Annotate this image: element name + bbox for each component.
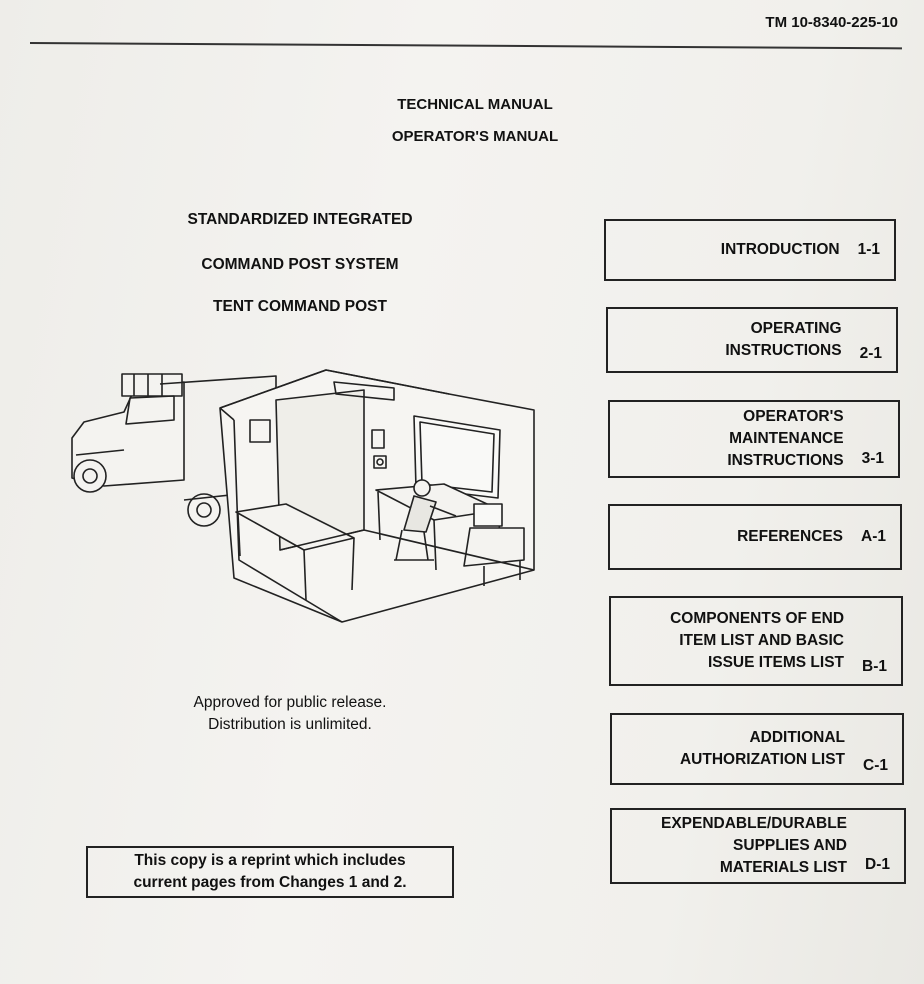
section-tab-label: ADDITIONAL — [749, 729, 846, 746]
section-tab-label: AUTHORIZATION LIST — [679, 751, 846, 768]
section-tab-label: ITEM LIST AND BASIC — [679, 632, 845, 649]
section-tab-page: 2-1 — [859, 345, 882, 362]
section-tab-label: INTRODUCTION — [720, 241, 840, 258]
section-tab-label: MATERIALS LIST — [719, 859, 848, 876]
section-tab-operating-instructions[interactable]: OPERATING INSTRUCTIONS 2-1 — [606, 307, 898, 373]
section-tab-expendable-supplies[interactable]: EXPENDABLE/DURABLE SUPPLIES AND MATERIAL… — [610, 808, 906, 884]
section-tab-label: SUPPLIES AND — [733, 837, 848, 854]
reprint-notice-line-1: This copy is a reprint which includes — [134, 852, 406, 869]
section-tab-label: EXPENDABLE/DURABLE — [661, 815, 848, 832]
section-tab-label: OPERATING — [750, 320, 842, 337]
section-tab-maintenance-instructions[interactable]: OPERATOR'S MAINTENANCE INSTRUCTIONS 3-1 — [608, 400, 900, 478]
header-rule — [29, 42, 902, 50]
tent-command-post-illustration — [71, 369, 535, 623]
release-statement-line-2: Distribution is unlimited. — [208, 716, 372, 733]
section-tab-references[interactable]: REFERENCES A-1 — [608, 504, 902, 570]
system-name-line-3: TENT COMMAND POST — [213, 298, 387, 315]
section-tab-introduction[interactable]: INTRODUCTION 1-1 — [604, 219, 896, 281]
section-tab-page: 1-1 — [857, 241, 880, 258]
section-tab-page: 3-1 — [861, 450, 884, 467]
section-tab-label: REFERENCES — [737, 528, 844, 545]
section-tab-label: INSTRUCTIONS — [725, 342, 842, 359]
reprint-notice-line-2: current pages from Changes 1 and 2. — [133, 874, 407, 891]
section-tab-page: C-1 — [863, 757, 888, 774]
system-name-line-2: COMMAND POST SYSTEM — [201, 256, 399, 273]
section-tab-page: B-1 — [862, 658, 887, 675]
technical-manual-title: TECHNICAL MANUAL — [397, 96, 553, 113]
system-name-line-1: STANDARDIZED INTEGRATED — [187, 211, 413, 228]
section-tab-page: A-1 — [861, 528, 886, 545]
document-number: TM 10-8340-225-10 — [765, 14, 898, 31]
section-tab-label: ISSUE ITEMS LIST — [707, 654, 845, 671]
reprint-notice-box: This copy is a reprint which includes cu… — [86, 846, 454, 898]
operators-manual-title: OPERATOR'S MANUAL — [391, 128, 559, 145]
section-tab-page: D-1 — [865, 856, 890, 873]
section-tab-additional-authorization[interactable]: ADDITIONAL AUTHORIZATION LIST C-1 — [610, 713, 904, 785]
section-tab-label: COMPONENTS OF END — [670, 610, 845, 627]
section-tab-label: OPERATOR'S — [743, 408, 844, 425]
section-tab-label: INSTRUCTIONS — [727, 452, 844, 469]
section-tab-components-list[interactable]: COMPONENTS OF END ITEM LIST AND BASIC IS… — [609, 596, 903, 686]
release-statement-line-1: Approved for public release. — [193, 694, 387, 711]
section-tab-label: MAINTENANCE — [729, 430, 844, 447]
